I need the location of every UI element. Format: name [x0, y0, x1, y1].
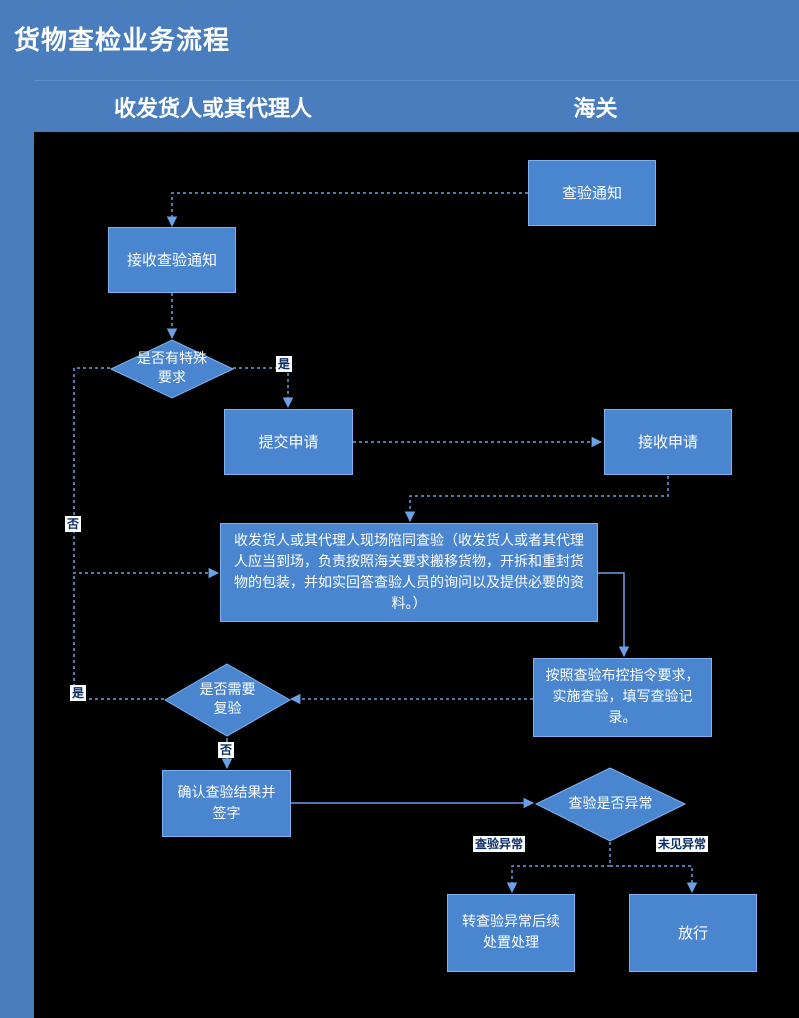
node-inspection-notice: 查验通知 — [528, 160, 656, 226]
edge-abnormal-split — [506, 842, 611, 894]
label-found-abnormal: 查验异常 — [473, 836, 526, 852]
node-receive-notice: 接收查验通知 — [108, 227, 236, 293]
edge-notice-to-receive — [166, 192, 528, 228]
decision-abnormal-label: 查验是否异常 — [568, 796, 653, 813]
label-no-abnormal: 未见异常 — [656, 836, 709, 852]
node-confirm-result: 确认查验结果并签字 — [162, 770, 291, 837]
edge-accompany-to-inspect — [598, 572, 630, 658]
decision-special-request: 是否有特殊要求 — [110, 339, 234, 399]
edge-receive-app-to-accompany — [404, 476, 669, 523]
left-rail — [0, 80, 35, 1018]
page-header: 货物查检业务流程 — [0, 0, 799, 82]
edge-special-yes-to-submit — [233, 367, 294, 409]
page-title: 货物查检业务流程 — [14, 26, 231, 56]
node-release: 放行 — [629, 894, 757, 972]
node-onsite-accompany: 收发货人或其代理人现场陪同查验（收发货人或者其代理人应当到场，负责按照海关要求搬… — [220, 523, 598, 622]
decision-recheck: 是否需要复验 — [164, 663, 291, 737]
edge-special-no-to-accompany — [73, 367, 220, 579]
decision-special-request-label: 是否有特殊要求 — [137, 351, 207, 386]
node-submit-application: 提交申请 — [224, 409, 353, 475]
edge-abnormal-to-release — [610, 865, 698, 894]
node-perform-inspection: 按照查验布控指令要求，实施查验，填写查验记录。 — [533, 658, 712, 737]
decision-recheck-label: 是否需要复验 — [199, 682, 256, 717]
node-transfer-abnormal: 转查验异常后续处置处理 — [447, 894, 575, 972]
label-special-yes: 是 — [276, 356, 293, 372]
edge-recheck-yes-back — [73, 573, 164, 700]
label-recheck-no: 否 — [218, 742, 235, 758]
decision-abnormal: 查验是否异常 — [535, 767, 686, 842]
label-special-no: 否 — [65, 516, 82, 532]
node-receive-application: 接收申请 — [604, 409, 732, 475]
label-recheck-yes: 是 — [70, 685, 87, 701]
